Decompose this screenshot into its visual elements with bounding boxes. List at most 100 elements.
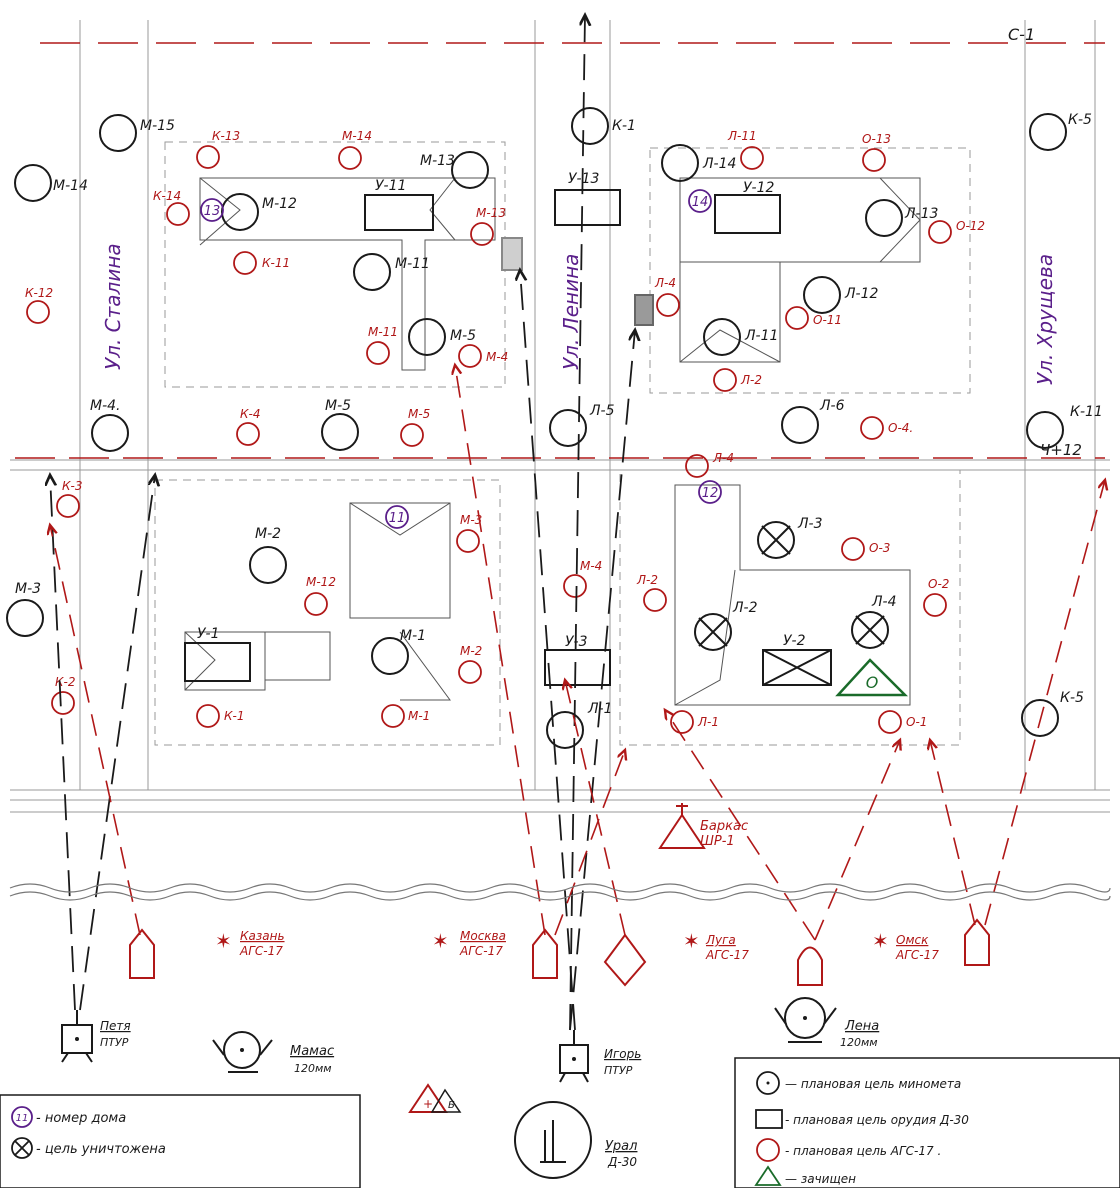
svg-text:Л-1: Л-1 — [697, 715, 719, 729]
svg-text:М-11: М-11 — [368, 325, 398, 339]
svg-text:✶: ✶ — [215, 929, 232, 953]
street-lenina: Ул. Ленина — [559, 254, 583, 370]
mortar-lena: Лена 120мм — [774, 997, 879, 1049]
svg-text:АГС-17: АГС-17 — [459, 944, 503, 958]
block-outlines — [154, 141, 971, 746]
svg-text:Урал: Урал — [605, 1139, 637, 1154]
legend-left: 11 - номер дома - цель уничтожена — [0, 1094, 361, 1188]
svg-text:М-14: М-14 — [53, 178, 88, 194]
svg-text:Л-4: Л-4 — [871, 594, 897, 610]
svg-text:У-12: У-12 — [743, 180, 774, 196]
svg-text:Д-30: Д-30 — [607, 1155, 637, 1169]
svg-text:О: О — [866, 673, 879, 692]
svg-text:Мамас: Мамас — [290, 1044, 334, 1059]
phase-line: Ч+12 — [15, 441, 1105, 459]
svg-text:М-14: М-14 — [342, 129, 372, 143]
svg-text:К-11: К-11 — [1070, 404, 1103, 420]
svg-text:М-4.: М-4. — [90, 398, 121, 414]
svg-text:М-15: М-15 — [140, 118, 175, 134]
svg-text:Л-2: Л-2 — [732, 600, 758, 616]
svg-text:К-3: К-3 — [62, 479, 82, 493]
mortar-mamas: Мамас 120мм — [212, 1031, 334, 1075]
command-post: + Б — [408, 1083, 462, 1113]
street-khrushcheva: Ул. Хрущева — [1033, 254, 1057, 385]
mortar-target-labels: М-15 М-14 М-13 М-12 М-11 М-5 М-4. М-5 М-… — [15, 112, 1103, 717]
svg-text:Луга: Луга — [705, 933, 736, 947]
svg-text:Л-4: Л-4 — [712, 451, 734, 465]
street-stalina: Ул. Сталина — [101, 243, 125, 370]
ags-units: ✶ Казань АГС-17 ✶ Москва АГС-17 ✶ Луга А… — [215, 929, 939, 962]
svg-text:К-5: К-5 — [1068, 112, 1092, 128]
svg-text:АГС-17: АГС-17 — [239, 944, 283, 958]
svg-text:Москва: Москва — [460, 929, 506, 943]
svg-text:✶: ✶ — [683, 929, 700, 953]
house-12: 12 — [702, 486, 719, 501]
svg-text:О-4.: О-4. — [888, 421, 913, 435]
svg-text:Л-2: Л-2 — [636, 573, 658, 587]
river — [9, 883, 1111, 901]
svg-text:М-4: М-4 — [486, 350, 508, 364]
house-numbers — [200, 189, 722, 529]
svg-text:К-4: К-4 — [240, 407, 260, 421]
svg-text:- плановая цель АГС-17 .: - плановая цель АГС-17 . — [785, 1144, 941, 1158]
svg-text:К-2: К-2 — [55, 675, 75, 689]
svg-text:М-13: М-13 — [476, 206, 506, 220]
svg-text:М-4: М-4 — [580, 559, 602, 573]
svg-text:О-2: О-2 — [928, 577, 949, 591]
svg-text:М-5: М-5 — [450, 328, 476, 344]
svg-text:Омск: Омск — [896, 933, 929, 947]
svg-text:М-5: М-5 — [408, 407, 430, 421]
legend-right: — плановая цель миномета - плановая цель… — [734, 1057, 1120, 1188]
house-13: 13 — [204, 204, 221, 219]
gun-targets — [184, 189, 832, 686]
svg-text:АГС-17: АГС-17 — [895, 948, 939, 962]
svg-text:К-12: К-12 — [25, 286, 53, 300]
svg-text:М-1: М-1 — [400, 628, 426, 644]
phase-line-label: Ч+12 — [1040, 441, 1082, 459]
svg-text:ПТУР: ПТУР — [100, 1036, 129, 1049]
house-11: 11 — [389, 511, 406, 526]
svg-text:Л-13: Л-13 — [904, 206, 938, 222]
svg-text:АГС-17: АГС-17 — [705, 948, 749, 962]
svg-text:К-11: К-11 — [262, 256, 290, 270]
svg-text:✶: ✶ — [872, 929, 889, 953]
svg-text:О-1: О-1 — [906, 715, 927, 729]
line-label: С-1 — [1008, 25, 1035, 44]
fire-lines-black — [50, 15, 635, 1031]
svg-text:+: + — [423, 1097, 433, 1111]
svg-text:М-3: М-3 — [460, 513, 482, 527]
svg-text:О-12: О-12 — [956, 219, 985, 233]
svg-text:М-12: М-12 — [306, 575, 336, 589]
buildings — [184, 177, 921, 706]
svg-text:11: 11 — [16, 1113, 29, 1124]
svg-text:М-13: М-13 — [420, 153, 455, 169]
svg-text:М-2: М-2 — [460, 644, 482, 658]
svg-text:— плановая цель миномета: — плановая цель миномета — [785, 1077, 961, 1091]
svg-text:- номер дома: - номер дома — [36, 1111, 126, 1126]
svg-text:М-12: М-12 — [262, 196, 297, 212]
street-grid — [10, 20, 1110, 813]
svg-text:Л-14: Л-14 — [702, 156, 736, 172]
svg-text:Л-3: Л-3 — [797, 516, 823, 532]
svg-text:О-11: О-11 — [813, 313, 842, 327]
svg-text:К-14: К-14 — [153, 189, 181, 203]
fire-lines-red — [50, 365, 1105, 941]
svg-text:ПТУР: ПТУР — [604, 1064, 633, 1077]
svg-text:О-13: О-13 — [862, 132, 891, 146]
svg-text:✶: ✶ — [432, 929, 449, 953]
svg-text:М-2: М-2 — [255, 526, 281, 542]
svg-text:Лена: Лена — [844, 1019, 879, 1034]
mortar-targets — [6, 107, 1067, 749]
svg-text:У-2: У-2 — [783, 633, 806, 649]
cleared-marker: О — [835, 658, 909, 697]
svg-text:У-11: У-11 — [375, 178, 406, 194]
house-14: 14 — [692, 195, 709, 210]
svg-text:У-1: У-1 — [197, 626, 220, 642]
svg-text:М-5: М-5 — [325, 398, 351, 414]
svg-text:К-13: К-13 — [212, 129, 240, 143]
svg-text:Казань: Казань — [240, 929, 285, 943]
svg-text:У-13: У-13 — [568, 171, 599, 187]
svg-text:120мм: 120мм — [840, 1036, 878, 1049]
